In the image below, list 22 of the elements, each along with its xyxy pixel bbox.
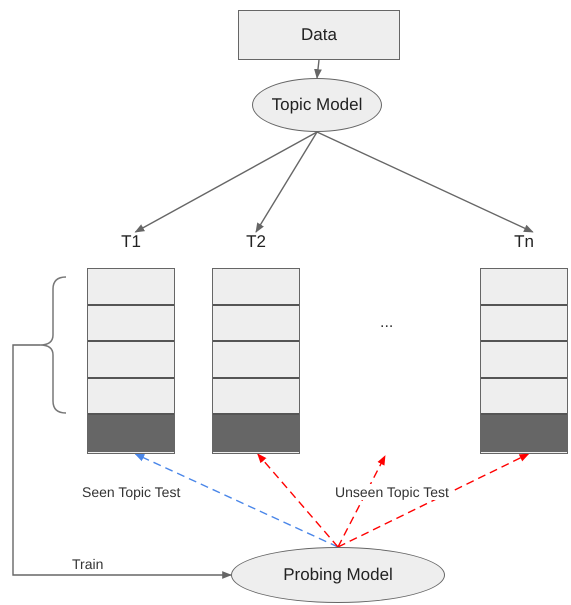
topic-column	[212, 232, 300, 454]
column-heading: T2	[245, 232, 267, 252]
edge-label: Seen Topic Test	[80, 484, 182, 500]
edge-label: Unseen Topic Test	[333, 484, 451, 500]
edge-label: Train	[70, 556, 106, 572]
arrow	[255, 132, 318, 233]
arrow	[257, 453, 339, 548]
column-heading: T1	[120, 232, 142, 252]
process-ellipse: Probing Model	[231, 547, 445, 603]
topic-column	[87, 232, 175, 454]
arrow	[134, 131, 318, 233]
arrow	[338, 453, 530, 548]
topic-column	[480, 232, 568, 454]
process-box: Data	[238, 10, 400, 60]
curly-brace	[39, 276, 66, 414]
arrow	[316, 131, 534, 233]
arrow	[134, 453, 338, 548]
arrow	[314, 60, 322, 79]
column-heading: Tn	[513, 232, 535, 252]
process-ellipse: Topic Model	[252, 78, 382, 132]
arrow	[337, 455, 386, 548]
arrow	[12, 344, 232, 579]
